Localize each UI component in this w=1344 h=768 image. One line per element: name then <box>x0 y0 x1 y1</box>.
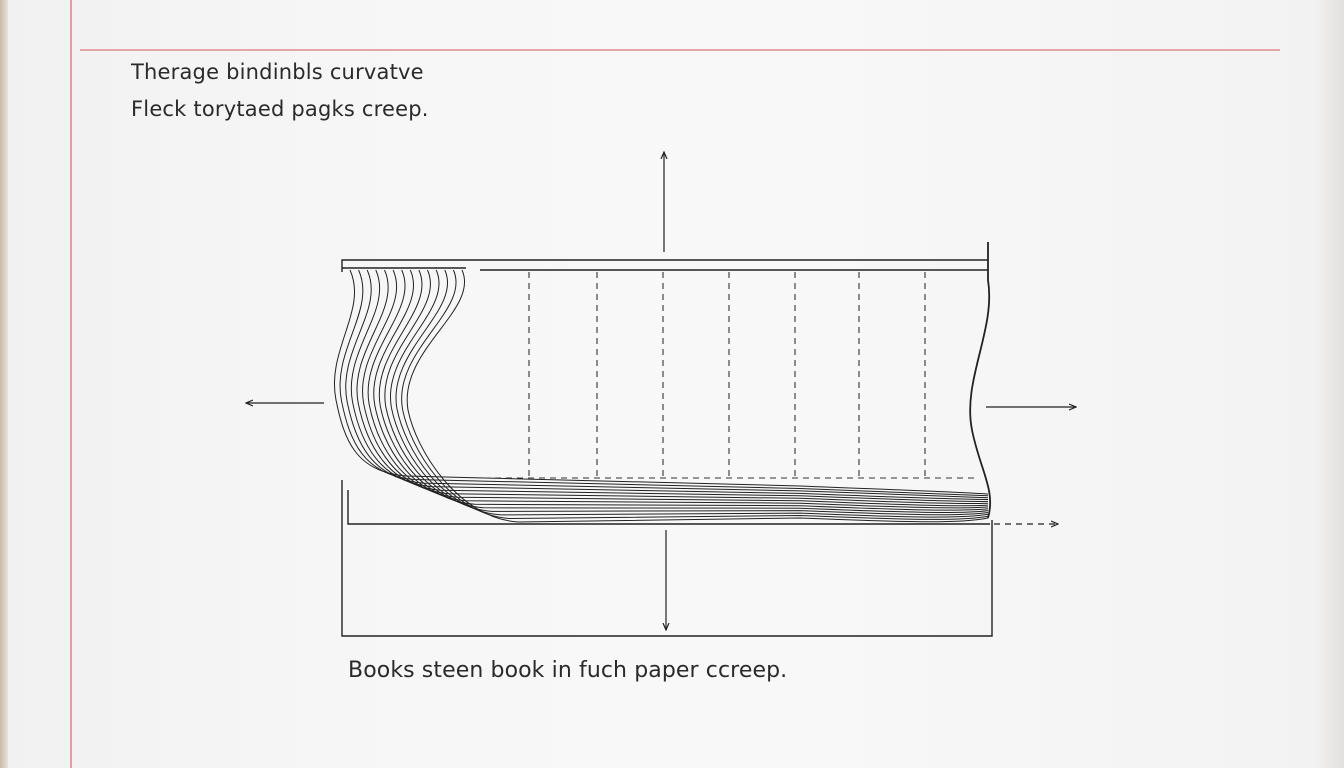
page-curve <box>389 269 989 516</box>
page-curve <box>406 269 989 523</box>
page-curve <box>345 269 989 499</box>
paper-edge-left <box>0 0 8 768</box>
diagram-caption: Books steen book in fuch paper ccreep. <box>348 658 788 683</box>
page-curve <box>373 269 989 509</box>
page-curve <box>378 269 989 511</box>
force-arrows <box>246 152 1076 630</box>
paper-edge-right <box>1314 0 1344 768</box>
fore-edge-curve <box>969 242 992 519</box>
page-curve <box>367 269 989 507</box>
heading-line-1: Therage bindinbls curvatve <box>131 60 424 84</box>
top-frame <box>341 259 988 272</box>
page-curve <box>334 269 989 495</box>
page-curve <box>401 269 989 520</box>
margin-rule-vertical <box>70 0 72 768</box>
page-curve <box>362 269 989 504</box>
page-curve <box>395 269 989 518</box>
dashed-guide-lines <box>528 272 926 480</box>
page-curve <box>339 269 989 497</box>
page-curve <box>356 269 989 502</box>
page-curve <box>384 269 989 513</box>
margin-rule-horizontal <box>80 49 1280 51</box>
heading-line-2: Fleck torytaed pagks creep. <box>131 97 429 121</box>
page-curve <box>350 269 989 500</box>
curved-page-stack <box>334 269 989 523</box>
base-frame <box>341 480 993 637</box>
